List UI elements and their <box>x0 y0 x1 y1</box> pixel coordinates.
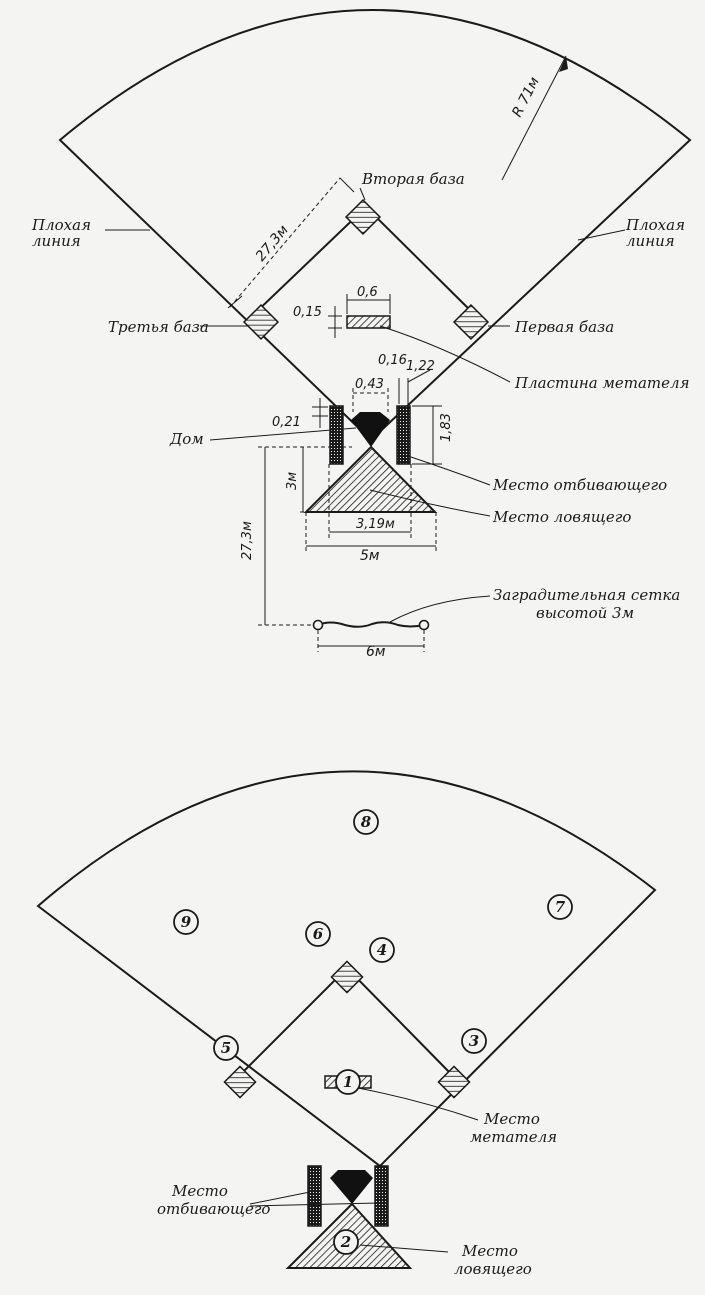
batter-place-label-2: отбивающего <box>157 1200 270 1218</box>
batter-box-right <box>396 405 411 465</box>
home-label: Дом <box>169 430 204 448</box>
plate-width-dim: 0,6 <box>357 285 378 300</box>
position-number-2: 2 <box>340 1233 351 1251</box>
position-number-7: 7 <box>555 898 566 916</box>
catcher-place-label-1: Место <box>461 1242 518 1260</box>
bottom-third-base <box>223 1065 257 1099</box>
dim-3m: 3м <box>285 472 300 490</box>
bottom-batter-box-left <box>307 1165 322 1227</box>
dim-6m: 6м <box>366 644 386 660</box>
dim-043: 0,43 <box>355 377 384 392</box>
bottom-batter-box-right <box>374 1165 389 1227</box>
position-circle-6 <box>305 921 331 947</box>
second-base-label: Вторая база <box>361 170 465 188</box>
dim-122: 1,22 <box>406 359 435 374</box>
dim-5m: 5м <box>360 548 380 564</box>
top-field-outline <box>58 9 692 442</box>
position-circle-9 <box>173 909 199 935</box>
pitcher-place-label-2: метателя <box>470 1128 557 1146</box>
bottom-field-diagram <box>36 770 657 1269</box>
bad-line-right-label-2: линия <box>626 232 675 250</box>
batter-place-label: Место отбивающего <box>492 476 667 494</box>
home-plate <box>351 412 390 447</box>
pitcher-plate-label: Пластина метателя <box>514 374 690 392</box>
first-base-label: Первая база <box>514 318 614 336</box>
bad-line-left-label-1: Плохая <box>31 216 91 234</box>
top-field-diagram: Вторая база Плохая линия Плохая линия Тр… <box>31 9 692 660</box>
position-number-8: 8 <box>361 813 372 831</box>
batter-box-left <box>329 405 344 465</box>
backstop-post-left <box>312 619 324 631</box>
plate-height-dim: 0,15 <box>293 305 322 320</box>
backstop-label-2: высотой 3м <box>536 604 634 622</box>
position-circle-1 <box>335 1069 361 1095</box>
dim-319: 3,19м <box>356 517 395 532</box>
player-positions: 1 2 3 4 5 6 7 8 9 <box>173 809 573 1255</box>
position-circle-4 <box>369 937 395 963</box>
third-base <box>242 303 280 341</box>
first-base <box>452 303 490 341</box>
bottom-second-base <box>330 960 364 994</box>
third-base-label: Третья база <box>108 318 209 336</box>
position-circle-5 <box>213 1035 239 1061</box>
radius-dim: R 71м <box>509 74 543 120</box>
backstop-post-right <box>418 619 430 631</box>
batter-place-label-1: Место <box>171 1182 228 1200</box>
position-number-3: 3 <box>469 1032 479 1050</box>
position-number-4: 4 <box>377 941 387 959</box>
catcher-box <box>303 445 438 513</box>
bad-line-left-label-2: линия <box>32 232 81 250</box>
position-number-6: 6 <box>313 925 324 943</box>
backstop-net <box>317 621 425 628</box>
dim-273-vertical: 27,3м <box>240 521 255 560</box>
position-circle-3 <box>461 1028 487 1054</box>
backstop-label-1: Заградительная сетка <box>493 586 680 604</box>
dim-183: 1,83 <box>439 413 454 442</box>
dim-016: 0,16 <box>378 353 407 368</box>
position-number-9: 9 <box>181 913 192 931</box>
dim-021: 0,21 <box>272 415 301 430</box>
position-circle-2 <box>333 1229 359 1255</box>
bottom-first-base <box>437 1065 471 1099</box>
catcher-place-label: Место ловящего <box>492 508 631 526</box>
base-path-dim: 27,3м <box>253 222 292 265</box>
position-number-1: 1 <box>343 1073 353 1091</box>
second-base <box>344 198 382 236</box>
bad-line-right-label-1: Плохая <box>625 216 685 234</box>
catcher-place-label-2: ловящего <box>454 1260 532 1278</box>
bottom-home-plate <box>330 1170 373 1204</box>
pitcher-plate <box>346 315 391 329</box>
pitcher-place-label-1: Место <box>483 1110 540 1128</box>
position-number-5: 5 <box>221 1039 231 1057</box>
bottom-field-outline <box>36 770 657 1168</box>
position-circle-7 <box>547 894 573 920</box>
position-circle-8 <box>353 809 379 835</box>
